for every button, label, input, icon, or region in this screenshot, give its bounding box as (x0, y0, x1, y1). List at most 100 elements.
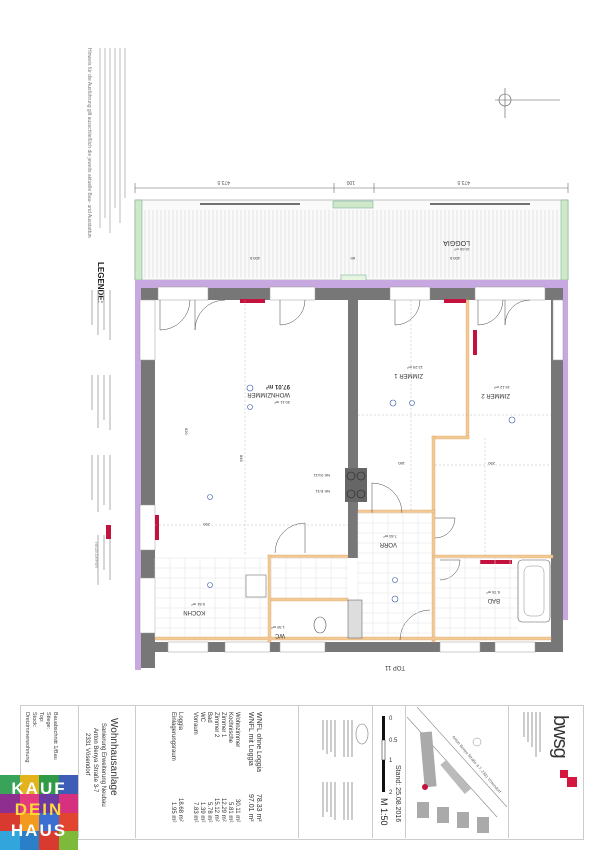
area-row: WNFL mit Loggia 97.01 m² (247, 712, 254, 822)
floor-plan: 473.5 100 473.5 LOGGIA 18.68 m² NK 01/11… (134, 88, 569, 670)
loggia-hatch (144, 210, 558, 278)
stove (245, 574, 267, 598)
loggia-area (134, 199, 569, 281)
title-block-divider (405, 706, 406, 838)
scale-bar: 0 0.5 1 2 (381, 716, 398, 796)
legend-symbols (91, 290, 111, 585)
area-value: 78.33 m² (255, 794, 262, 822)
area-row: Loggia 18.68 m² (177, 712, 183, 822)
title-block (20, 705, 584, 840)
brand-logo: bwsg (549, 715, 571, 758)
installation-shaft (347, 599, 363, 639)
dim-3: 473.5 (457, 179, 470, 185)
facade-insulation-top (135, 280, 568, 288)
project-subtitle: Sanierung Erweiterung Neubau (100, 723, 106, 807)
scale-tick: 2 (389, 790, 393, 796)
scale-label: M 1:50 (379, 798, 389, 826)
watermark-text: KAUF DEIN HAUS (0, 778, 78, 841)
area-value: 15.12 m² (213, 798, 219, 822)
watermark-line: KAUF (11, 779, 67, 798)
area-value: 12.29 m² (220, 798, 226, 822)
area-row: WNFL ohne Loggia 78.33 m² (255, 712, 262, 822)
kaufdeinhaus-watermark (0, 775, 78, 850)
project-address: Wohnhausanlage Sanierung Erweiterung Neu… (84, 718, 119, 807)
radiators (155, 299, 512, 564)
area-row: WC 1.39 m² (199, 712, 205, 822)
notes-header: Hinweis für die Ausführung gilt ausschli… (86, 48, 92, 238)
wall-right (551, 288, 563, 648)
windows (139, 286, 564, 653)
room-label-bad: BAD (487, 597, 500, 603)
dim-400a: 400.5 (249, 256, 260, 261)
area-value: 97.01 m² (247, 794, 254, 822)
area-label: Vorraum (192, 712, 198, 735)
area-value: 1.95 m² (170, 801, 176, 822)
room-area-zimmer1: 12.29 m² (407, 365, 423, 370)
area-label: WC (199, 712, 205, 722)
architect-logo-icon (355, 723, 369, 745)
area-row: Zimmer 2 15.12 m² (213, 712, 219, 822)
area-label: Loggia (177, 712, 183, 731)
area-row: Wohnzimmer 30.11 m² (234, 712, 240, 822)
area-label: Einlagerungsraum (170, 712, 176, 761)
radiator-legend-icon (106, 525, 111, 539)
brand-logo-icon (560, 770, 577, 787)
dim-1: 473.5 (217, 179, 230, 185)
title-block-divider (372, 706, 373, 838)
site-map: Anton Benya Straße 3-7, 2331 Vösendorf (407, 707, 507, 833)
plan-date: Stand: 25.08.2016 (394, 765, 401, 823)
area-row: Zimmer 1 12.29 m² (220, 712, 226, 822)
top-label: TOP 11 (384, 664, 405, 670)
electrical-symbols (207, 384, 516, 603)
scale-tick: 0 (389, 716, 393, 722)
facade-insulation-left (135, 280, 141, 670)
room-area-loggia: 18.68 m² (454, 247, 470, 252)
wall-bottom (141, 642, 563, 652)
area-value: 30.11 m² (234, 798, 240, 822)
area-value: 1.39 m² (199, 801, 205, 822)
dim-60: 60 (350, 256, 355, 261)
project-city: 2331 Vösendorf (84, 733, 90, 776)
loggia-planter-left (134, 199, 143, 281)
watermark-line: DEIN (14, 800, 64, 819)
apartment-type: Dreizimmerwohnung (24, 712, 30, 763)
loggia-planter-right (560, 199, 569, 281)
site-north-icon (472, 737, 482, 747)
area-value: 5.78 m² (206, 801, 212, 822)
area-label: WNFL ohne Loggia (255, 712, 262, 773)
shaft-label-2: NK E/11 (315, 489, 330, 494)
bathtub (517, 559, 551, 623)
area-label: WNFL mit Loggia (247, 712, 254, 766)
area-summary: WNFL ohne Loggia 78.33 m² WNFL mit Loggia… (247, 712, 262, 822)
shaft-label-1: NK 01/11 (313, 473, 330, 478)
partitions (154, 299, 554, 643)
top: Top: (38, 712, 44, 723)
watermark-line: HAUS (10, 821, 68, 840)
room-area-kochn: 5.81 m² (191, 602, 205, 607)
area-label: Zimmer 1 (220, 712, 226, 738)
wall-left (141, 288, 155, 668)
room-label-vorr: VORR (379, 541, 397, 547)
room-label-loggia: LOGGIA (443, 239, 470, 246)
area-value: 18.68 m² (177, 798, 183, 822)
door-swings (159, 299, 531, 641)
loggia-drain (332, 200, 374, 209)
area-label: Zimmer 2 (213, 712, 219, 738)
area-row: Einlagerungsraum 1.95 m² (170, 712, 176, 822)
stiege: Stiege: (45, 712, 51, 730)
room-area-zimmer2: 15.12 m² (494, 385, 510, 390)
stock: Stock: (31, 712, 37, 728)
room-label-zimmer2: ZIMMER 2 (481, 392, 510, 398)
wall-center (348, 300, 358, 558)
title-block-divider (135, 706, 136, 838)
title-block-divider (508, 706, 509, 838)
room-label-wohnzimmer: WOHNZIMMER (247, 391, 290, 397)
dim-400b: 400.5 (449, 256, 460, 261)
dim-290b: 290 (488, 461, 495, 466)
project-title: Wohnhausanlage (108, 718, 119, 796)
dim-180: 180 (398, 461, 405, 466)
scale-tick: 1 (389, 758, 393, 764)
area-label: Wohnzimmer (234, 712, 240, 748)
